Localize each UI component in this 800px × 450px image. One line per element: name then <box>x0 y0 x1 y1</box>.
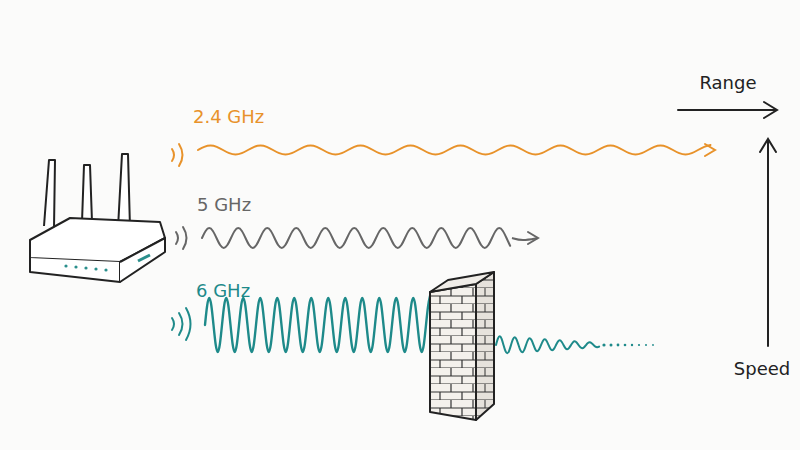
axes <box>678 102 777 346</box>
fade-dot <box>652 344 654 346</box>
arrowhead <box>705 144 715 156</box>
router <box>30 154 165 282</box>
arrowhead <box>528 232 538 244</box>
wave <box>496 336 599 353</box>
fade-dot <box>638 344 640 346</box>
wave <box>202 228 510 248</box>
fade-dot <box>617 344 620 347</box>
fade-dot <box>610 344 613 347</box>
axis-label: Range <box>699 72 756 94</box>
fade-dot <box>631 344 633 346</box>
band-label: 6 GHz <box>196 280 250 302</box>
signal-arcs <box>172 144 191 340</box>
wall <box>430 272 494 420</box>
fade-dot <box>645 344 647 346</box>
fade-dot <box>624 344 627 347</box>
wave <box>205 295 430 352</box>
axis-label: Speed <box>734 358 790 380</box>
band-label: 2.4 GHz <box>193 106 264 128</box>
band-label: 5 GHz <box>197 194 251 216</box>
fade-dot <box>602 343 605 346</box>
wave <box>198 145 711 155</box>
